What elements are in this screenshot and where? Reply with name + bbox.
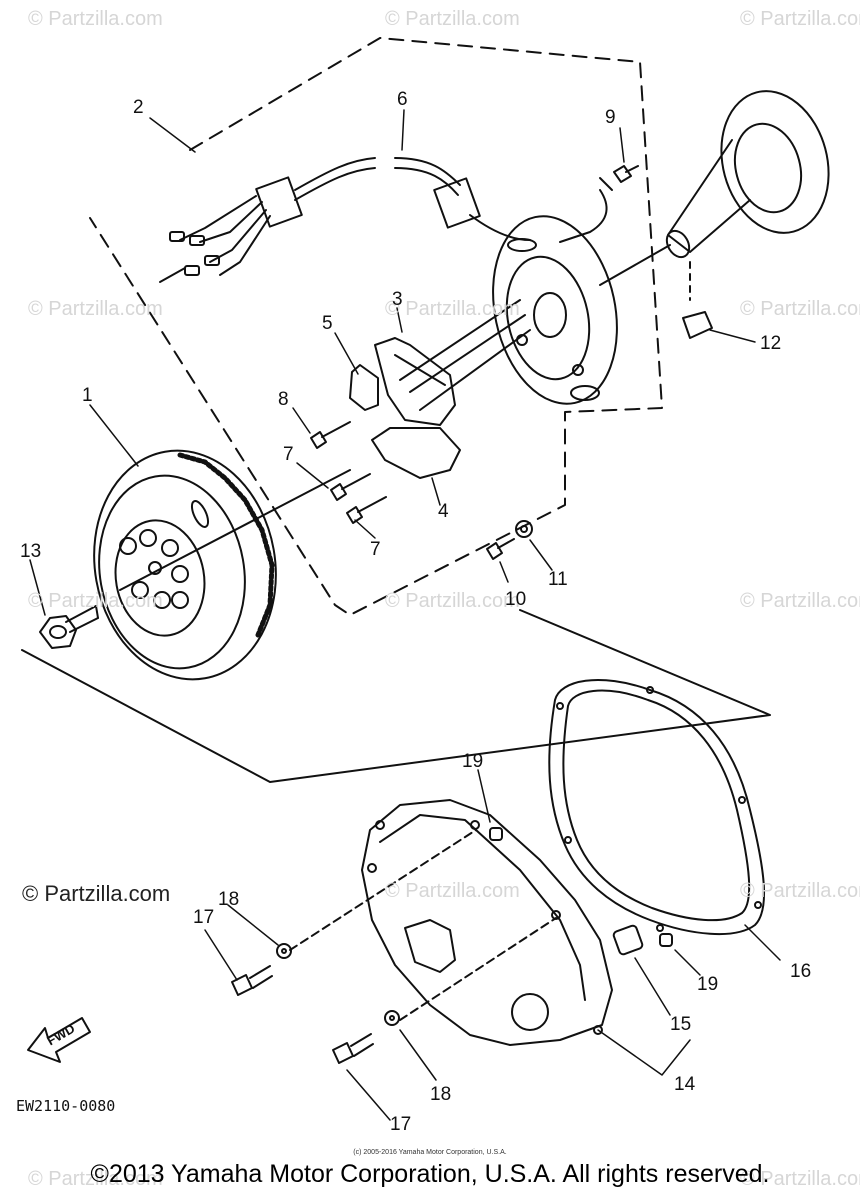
callout-1[interactable]: 1 [82,385,93,406]
crank-cone [599,90,830,339]
callout-17[interactable]: 17 [193,907,215,928]
callout-9[interactable]: 9 [605,107,616,128]
wire-harness [159,157,608,283]
callout-19[interactable]: 19 [462,751,484,772]
brush-holders [349,299,531,479]
callout-3[interactable]: 3 [392,289,403,310]
partzilla-logo-text: © Partzilla.com [22,881,171,906]
callout-15[interactable]: 15 [670,1014,692,1035]
flywheel-bolt [39,605,99,649]
flywheel [93,449,351,681]
callout-4[interactable]: 4 [438,501,449,522]
callout-14[interactable]: 14 [674,1074,696,1095]
stator-plate [492,215,618,405]
copyright-small: (c) 2005-2016 Yamaha Motor Corporation, … [353,1149,507,1156]
callout-18[interactable]: 18 [218,889,240,910]
callout-16[interactable]: 16 [790,961,812,982]
flywheel-boundary [21,609,771,783]
callout-5[interactable]: 5 [322,313,333,334]
callout-7[interactable]: 7 [370,539,381,560]
copyright-main: ©2013 Yamaha Motor Corporation, U.S.A. A… [90,1160,770,1188]
dowels [489,827,673,956]
gasket [548,679,766,935]
subassembly-boundary [89,37,663,616]
callout-18[interactable]: 18 [430,1084,452,1105]
callout-10[interactable]: 10 [505,589,527,610]
callout-7[interactable]: 7 [283,444,294,465]
callout-6[interactable]: 6 [397,89,408,110]
callout-17[interactable]: 17 [390,1114,412,1135]
callout-2[interactable]: 2 [133,97,144,118]
leader-lines [29,109,781,1121]
callout-19[interactable]: 19 [697,974,719,995]
side-cover [289,799,613,1046]
callout-13[interactable]: 13 [20,541,42,562]
callout-8[interactable]: 8 [278,389,289,410]
fwd-arrow [27,1017,91,1063]
cover-bolts [231,943,400,1064]
screws-upper [310,165,639,560]
drawing-code: EW2110-0080 [16,1097,116,1115]
callout-12[interactable]: 12 [760,333,782,354]
callout-11[interactable]: 11 [548,569,568,590]
